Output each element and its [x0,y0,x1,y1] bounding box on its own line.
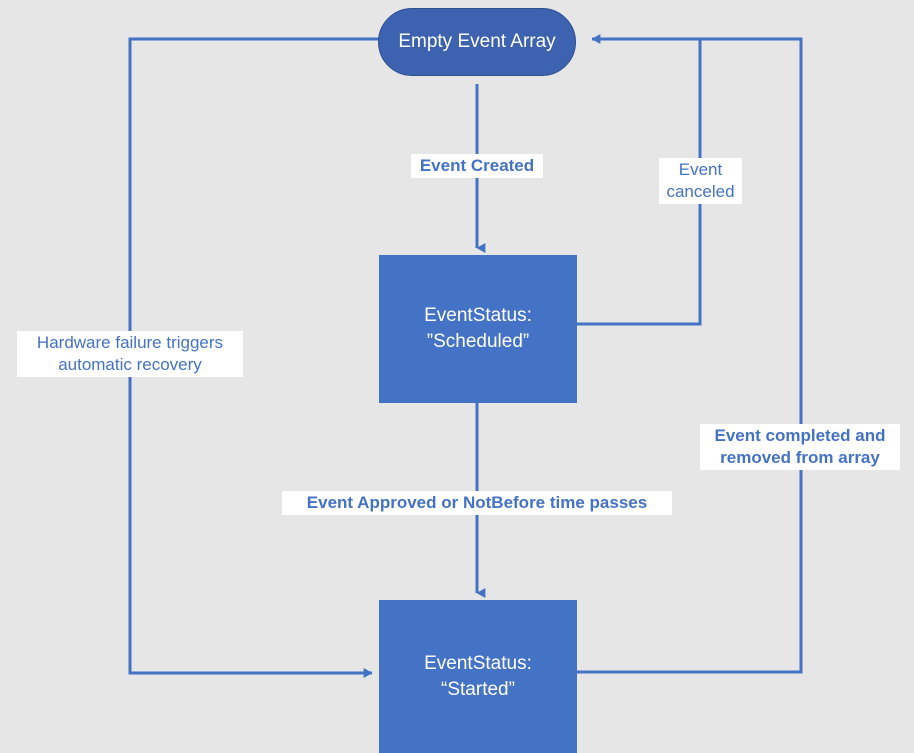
edge-label-event-canceled: Event canceled [659,158,742,204]
edge-label-hardware-failure: Hardware failure triggers automatic reco… [17,331,243,377]
node-empty-event-array[interactable]: Empty Event Array [378,8,576,76]
edge-label-event-created: Event Created [411,154,543,178]
edge-event-completed [577,37,803,674]
edge-label-event-completed-line2: removed from array [720,447,880,467]
edge-label-event-completed-line1: Event completed and [714,426,886,445]
node-started-line1: EventStatus: [424,652,532,674]
edge-label-hardware-failure-line2: automatic recovery [58,354,202,374]
edge-label-event-approved: Event Approved or NotBefore time passes [282,491,672,515]
edge-label-event-canceled-line1: Event [678,160,723,179]
node-empty-event-array-label: Empty Event Array [398,31,556,53]
edge-label-event-canceled-line2: canceled [666,181,735,201]
node-scheduled-line2: ”Scheduled” [426,331,530,352]
edge-label-hardware-failure-line1: Hardware failure triggers [36,333,224,352]
edge-label-event-approved-line1: Event Approved or NotBefore time passes [306,493,648,512]
edge-label-event-created-line1: Event Created [419,156,535,175]
edge-label-event-completed: Event completed and removed from array [700,424,900,470]
node-scheduled-line1: EventStatus: [424,305,532,327]
node-started-line2: “Started” [441,678,515,700]
node-event-status-started[interactable]: EventStatus: “Started” [379,600,577,753]
node-event-status-scheduled[interactable]: EventStatus: ”Scheduled” [379,255,577,403]
